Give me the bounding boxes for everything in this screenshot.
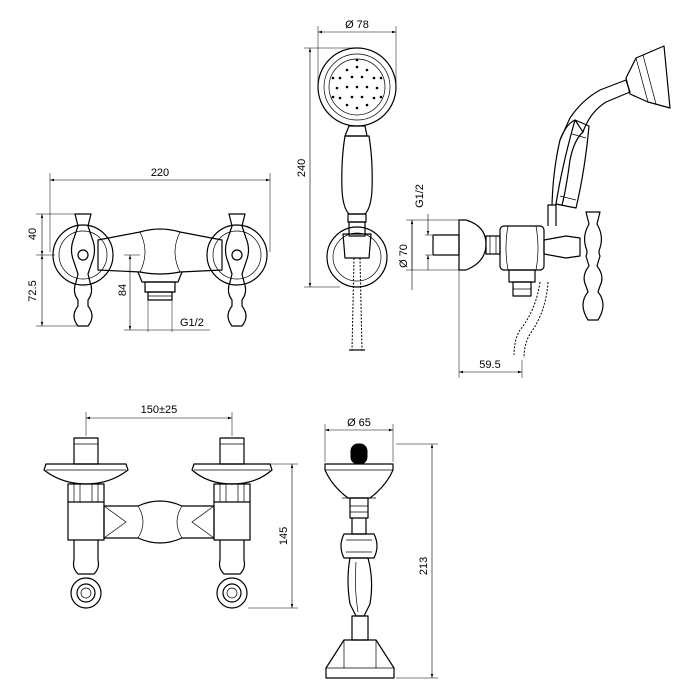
- front-outlet-thread-label: G1/2: [180, 317, 204, 329]
- holder-height-label: 213: [418, 557, 430, 575]
- top-height-label: 145: [278, 527, 290, 545]
- front-width-label: 220: [151, 167, 169, 179]
- front-view: 220 40 72.5 84 G1/2: [27, 167, 271, 332]
- holder-view: Ø 65 213: [324, 417, 438, 679]
- side-thread-label: G1/2: [414, 184, 426, 208]
- handshower-length-label: 240: [296, 159, 308, 177]
- side-projection-label: 59.5: [479, 359, 500, 371]
- front-outlet-height-label: 84: [117, 284, 129, 296]
- spray-holes: [331, 58, 383, 110]
- side-view: G1/2 Ø 70 59.5: [398, 45, 671, 378]
- holder-diameter-label: Ø 65: [347, 417, 371, 429]
- top-view: 150±25 145: [43, 404, 298, 609]
- handshower-diameter-label: Ø 78: [345, 19, 369, 31]
- front-handle-height-label: 40: [27, 228, 39, 240]
- front-lower-height-label: 72.5: [27, 280, 39, 301]
- handshower-view: Ø 78 240: [296, 19, 397, 351]
- side-flange-diameter-label: Ø 70: [398, 244, 410, 268]
- top-centers-label: 150±25: [141, 404, 178, 416]
